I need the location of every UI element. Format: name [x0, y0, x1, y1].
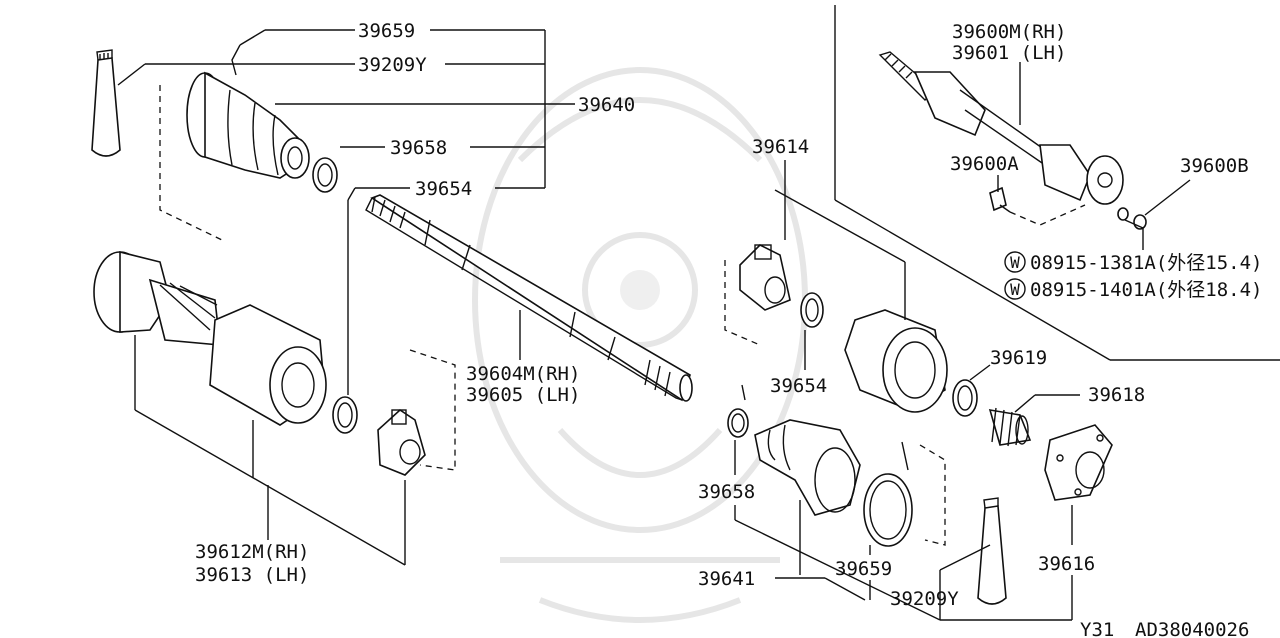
label-39659-bottom: 39659	[835, 558, 892, 580]
footer-diagram-code: AD38040026	[1135, 619, 1249, 638]
assembly-guide-lower	[919, 444, 946, 546]
label-39658-top: 39658	[390, 137, 447, 159]
spring-39618	[988, 407, 1032, 447]
drive-shaft-39604M	[365, 194, 693, 402]
label-39600B: 39600B	[1180, 155, 1249, 177]
axle-shaft-39600M	[878, 51, 1124, 205]
label-washer-08915-1381A: 08915-1381A(外径15.4)	[1030, 252, 1262, 274]
label-39613: 39613 (LH)	[195, 564, 309, 586]
spider-bearing-left	[377, 408, 426, 476]
clamp-39658-top	[312, 157, 338, 193]
label-39209Y-bottom: 39209Y	[890, 588, 959, 610]
label-39654-top: 39654	[415, 178, 472, 200]
label-39619: 39619	[990, 347, 1047, 369]
label-39658-bottom: 39658	[698, 481, 755, 503]
assembly-guide-upper	[1009, 204, 1086, 226]
label-39604M: 39604M(RH)	[466, 363, 580, 385]
assembly-guide-right	[724, 260, 761, 346]
flange-39616	[1044, 424, 1113, 501]
spider-39614	[739, 244, 791, 311]
label-39600M: 39600M(RH)	[952, 21, 1066, 43]
washer-symbol-1-text: W	[1010, 253, 1020, 272]
label-washer-08915-1401A: 08915-1401A(外径18.4)	[1030, 279, 1262, 301]
snap-ring-39654-left	[332, 396, 358, 434]
leader-lines	[117, 29, 1191, 621]
assembly-guide-mid	[409, 349, 456, 471]
washer-symbol-1: W	[1004, 251, 1026, 273]
clamp-39659-bottom	[863, 441, 913, 547]
label-39612M: 39612M(RH)	[195, 541, 309, 563]
label-39654-mid: 39654	[770, 375, 827, 397]
footer-model: Y31	[1080, 619, 1114, 638]
snap-ring-39654-right	[800, 292, 824, 328]
outer-joint-39612M	[93, 250, 327, 426]
assembly-guide-left	[159, 85, 223, 241]
nut-39600B	[1117, 207, 1147, 230]
clamp-39658-bottom	[727, 384, 749, 438]
label-39601: 39601 (LH)	[952, 42, 1066, 64]
grease-tube-39209Y-top	[91, 49, 121, 157]
boot-39640-top	[186, 71, 310, 179]
part-labels: 39659 39209Y 39640 39658 39654 39604M(RH…	[195, 20, 1262, 638]
clamp-39659-top	[231, 44, 241, 76]
washer-symbol-2-text: W	[1010, 280, 1020, 299]
panel-border	[834, 5, 1280, 361]
label-39600A: 39600A	[950, 153, 1019, 175]
label-39616: 39616	[1038, 553, 1095, 575]
bolt-39600A	[989, 186, 1011, 213]
grease-tube-39209Y-bottom	[977, 497, 1007, 605]
housing-39614	[844, 309, 948, 413]
label-39640: 39640	[578, 94, 635, 116]
label-39618: 39618	[1088, 384, 1145, 406]
ring-39619	[952, 379, 978, 417]
label-39605: 39605 (LH)	[466, 384, 580, 406]
label-39614: 39614	[752, 136, 809, 158]
washer-symbol-2: W	[1004, 278, 1026, 300]
boot-39641	[754, 419, 861, 516]
label-39209Y-top: 39209Y	[358, 54, 427, 76]
label-39641: 39641	[698, 568, 755, 590]
label-39659-top: 39659	[358, 20, 415, 42]
